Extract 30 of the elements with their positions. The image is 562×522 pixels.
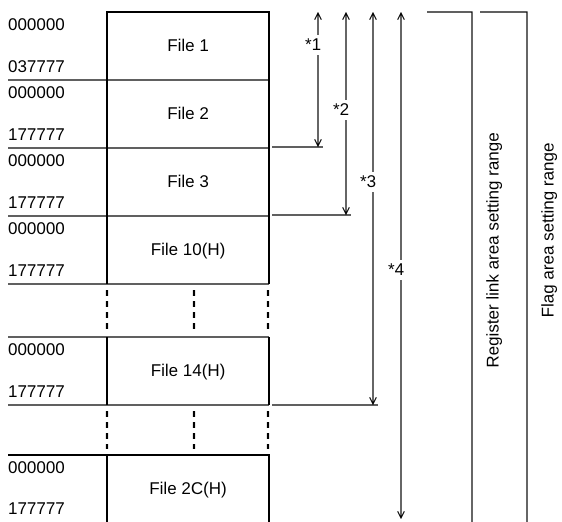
callout-number: *4	[387, 260, 406, 280]
memory-block	[106, 455, 270, 522]
memory-block	[106, 337, 270, 405]
address-label: 037777	[8, 57, 65, 77]
address-label: 177777	[8, 125, 65, 145]
address-label: 000000	[8, 340, 65, 360]
address-label: 177777	[8, 382, 65, 402]
file-name: File 14(H)	[150, 361, 226, 381]
callout-number: *3	[359, 172, 378, 192]
callout-number: *1	[304, 35, 322, 55]
memory-block	[106, 148, 270, 216]
memory-block	[106, 80, 270, 148]
file-name: File 10(H)	[150, 240, 226, 260]
address-label: 177777	[8, 261, 65, 281]
file-name: File 2	[167, 104, 209, 124]
address-label: 177777	[8, 499, 65, 519]
file-name: File 1	[167, 36, 209, 56]
memory-block	[106, 12, 270, 80]
address-label: 000000	[8, 458, 65, 478]
memory-block	[106, 216, 270, 284]
callout-number: *2	[332, 100, 350, 120]
file-name: File 2C(H)	[149, 478, 227, 498]
address-label: 177777	[8, 193, 65, 213]
file-name: File 3	[167, 172, 209, 192]
range-label: Flag area setting range	[538, 142, 558, 318]
address-label: 000000	[8, 83, 65, 103]
address-label: 000000	[8, 15, 65, 35]
range-label: Register link area setting range	[483, 132, 504, 368]
address-label: 000000	[8, 151, 65, 171]
address-label: 000000	[8, 219, 65, 239]
